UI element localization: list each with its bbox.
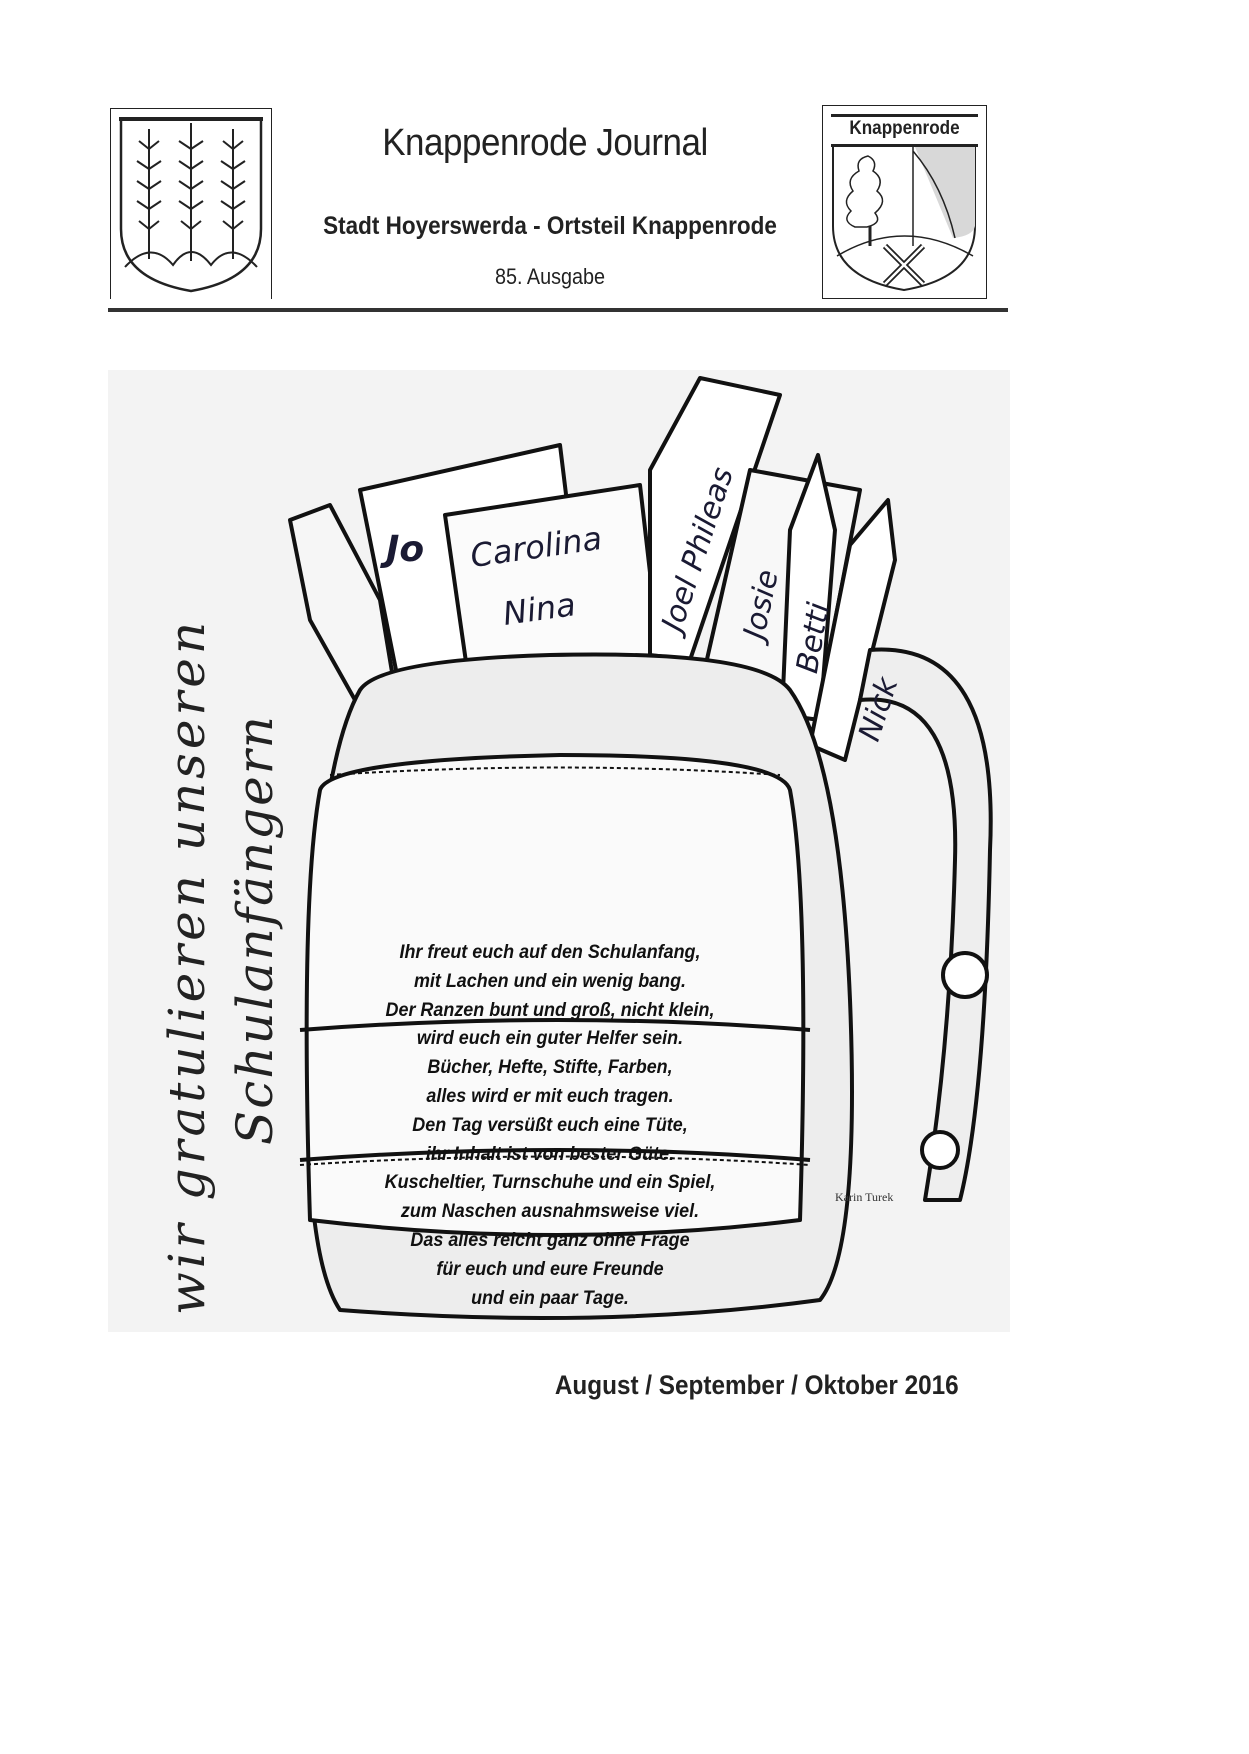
poem-line: ihr Inhalt ist von bester Güte.	[425, 1142, 675, 1165]
poem-line: mit Lachen und ein wenig bang.	[413, 969, 687, 992]
poem-line: Bücher, Hefte, Stifte, Farben,	[427, 1056, 673, 1079]
issue-date: August / September / Oktober 2016	[555, 1370, 959, 1400]
poem-line: Das alles reicht ganz ohne Frage	[410, 1228, 690, 1251]
issue-number: 85. Ausgabe	[494, 264, 606, 289]
knappenrode-crest-icon: Knappenrode	[822, 105, 987, 299]
school-backpack-illustration: Jo Carolina Nina Joel Phileas Josie Bett…	[108, 370, 1010, 1332]
greeting-line-2: Schulanfängern	[226, 714, 284, 1145]
artist-signature: Karin Turek	[835, 1190, 894, 1204]
crest-label: Knappenrode	[849, 118, 960, 139]
journal-subtitle: Stadt Hoyerswerda - Ortsteil Knappenrode	[323, 212, 777, 240]
header-divider	[108, 308, 1008, 312]
journal-title: Knappenrode Journal	[382, 122, 708, 164]
poem-line: Kuscheltier, Turnschuhe und ein Spiel,	[384, 1171, 716, 1194]
poem-line: Ihr freut euch auf den Schulanfang,	[399, 941, 701, 963]
poem-line: alles wird er mit euch tragen.	[426, 1084, 674, 1107]
greeting-line-1: wir gratulieren unseren	[158, 617, 216, 1315]
poem-line: für euch und eure Freunde	[436, 1257, 664, 1280]
poem-line: zum Naschen ausnahmsweise viel.	[400, 1200, 700, 1223]
poem-line: Der Ranzen bunt und groß, nicht klein,	[385, 998, 715, 1021]
poem-line: und ein paar Tage.	[471, 1286, 629, 1309]
poem-line: wird euch ein guter Helfer sein.	[416, 1027, 684, 1050]
name-jo: Jo	[386, 529, 425, 570]
poem: Ihr freut euch auf den Schulanfang, mit …	[357, 938, 743, 1312]
poem-line: Den Tag versüßt euch eine Tüte,	[412, 1113, 688, 1136]
hoyerswerda-crest-icon	[110, 108, 272, 299]
